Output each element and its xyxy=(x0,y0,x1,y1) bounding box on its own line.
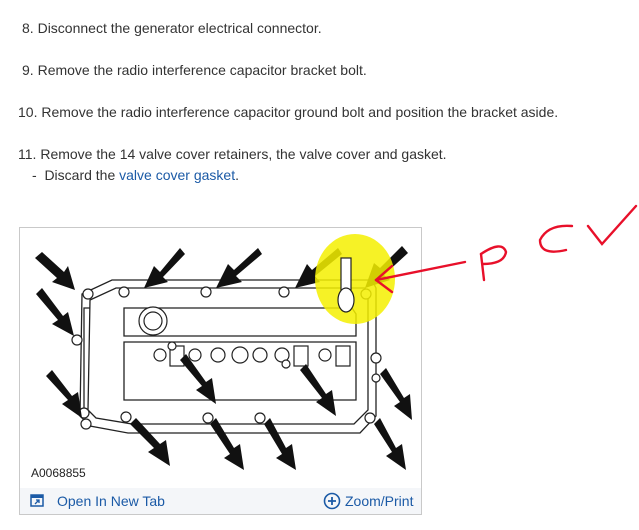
step-number: 8. xyxy=(22,20,34,36)
zoom-print-link[interactable]: Zoom/Print xyxy=(345,493,414,509)
step-10: 10. Remove the radio interference capaci… xyxy=(18,103,558,121)
plus-circle-icon[interactable] xyxy=(323,492,341,510)
step-text: Remove the radio interference capacitor … xyxy=(41,104,559,120)
open-new-tab-link[interactable]: Open In New Tab xyxy=(57,493,165,509)
valve-cover-gasket-link[interactable]: valve cover gasket xyxy=(119,167,236,183)
substep-discard: - Discard the valve cover gasket. xyxy=(32,166,239,184)
step-11: 11. Remove the 14 valve cover retainers,… xyxy=(18,145,447,163)
step-9: 9. Remove the radio interference capacit… xyxy=(22,61,367,79)
step-text: Remove the radio interference capacitor … xyxy=(37,62,367,78)
substep-suffix: . xyxy=(235,167,239,183)
figure-id: A0068855 xyxy=(31,466,86,480)
step-number: 10. xyxy=(18,104,38,120)
step-number: 9. xyxy=(22,62,34,78)
step-text: Remove the 14 valve cover retainers, the… xyxy=(40,146,447,162)
open-new-tab-icon[interactable] xyxy=(30,494,44,507)
figure-footer: Open In New Tab Zoom/Print xyxy=(20,488,421,514)
substep-prefix: - Discard the xyxy=(32,167,120,183)
step-8: 8. Disconnect the generator electrical c… xyxy=(22,19,322,37)
step-number: 11. xyxy=(18,146,37,162)
valve-cover-illustration[interactable] xyxy=(20,228,421,486)
step-text: Disconnect the generator electrical conn… xyxy=(37,20,322,36)
figure-panel: A0068855 Open In New Tab Zoom/Print xyxy=(19,227,422,515)
